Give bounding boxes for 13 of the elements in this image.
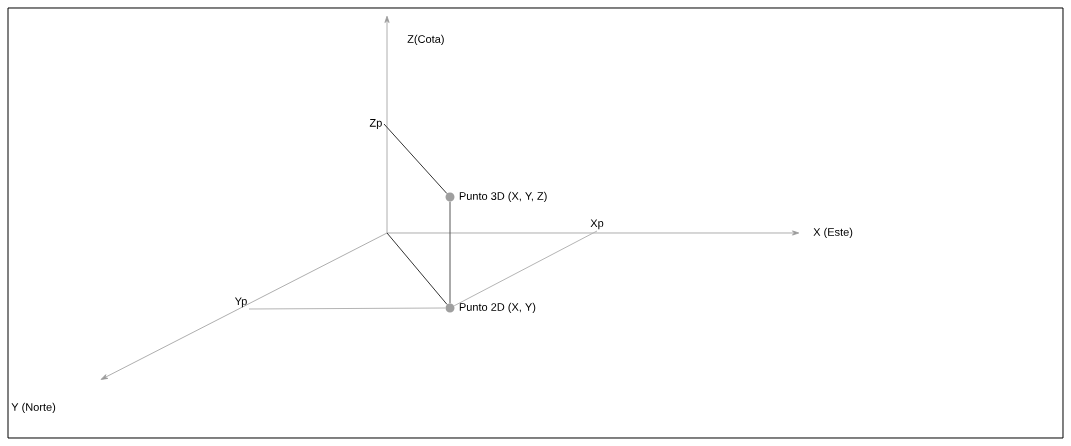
connector-line <box>248 307 446 310</box>
axis-tick-label: Xp <box>590 219 604 230</box>
connector-line <box>449 201 451 304</box>
axis-tick-label: Yp <box>234 297 247 308</box>
axis-tick-label: Zp <box>369 119 382 129</box>
connector-line <box>453 230 598 307</box>
connector-line <box>383 123 448 194</box>
connector-line <box>386 232 448 305</box>
axis-label: X (Este) <box>813 227 853 239</box>
point-label: Punto 3D (X, Y, Z) <box>459 191 547 203</box>
point-label: Punto 2D (X, Y) <box>459 302 536 314</box>
axis-label: Y (Norte) <box>11 402 56 414</box>
axis-label: Z(Cota) <box>407 34 444 46</box>
